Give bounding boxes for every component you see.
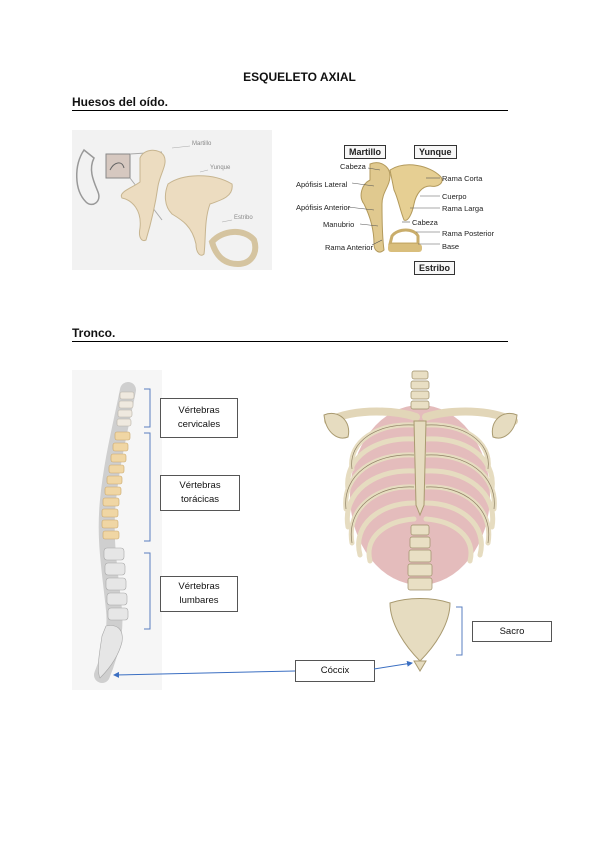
section-heading-trunk: Tronco. <box>72 326 508 342</box>
spine-brackets <box>144 388 151 630</box>
vertebral-column-illustration <box>72 370 162 690</box>
lumbares-line1: Vértebras <box>178 581 220 592</box>
label-martillo-left: Martillo <box>192 141 212 147</box>
toracicas-line2: torácicas <box>180 494 219 505</box>
label-estribo-left: Estribo <box>234 215 253 221</box>
label-rama-posterior: Rama Posterior <box>442 229 495 238</box>
page-title: ESQUELETO AXIAL <box>243 70 356 84</box>
label-box-cervicales: Vértebras cervicales <box>160 398 238 438</box>
cervicales-line2: cervicales <box>177 419 221 430</box>
coccix-arrows <box>113 660 413 678</box>
label-manubrio: Manubrio <box>323 220 355 229</box>
ear-bones-illustration-right <box>347 162 443 253</box>
label-box-coccix: Cóccix <box>295 660 375 682</box>
label-rama-corta: Rama Corta <box>442 174 483 183</box>
toracicas-line1: Vértebras <box>179 480 221 491</box>
label-box-toracicas: Vértebras torácicas <box>160 475 240 511</box>
label-apofisis-anterior: Apófisis Anterior <box>296 203 351 212</box>
label-estribo-box: Estribo <box>414 261 456 275</box>
label-yunque-box: Yunque <box>414 145 457 159</box>
section-heading-ear: Huesos del oído. <box>72 95 508 111</box>
label-yunque-left: Yunque <box>210 165 231 171</box>
thorax-skeleton-illustration <box>323 370 518 672</box>
label-rama-anterior: Rama Anterior <box>325 243 373 252</box>
label-martillo-box: Martillo <box>344 145 387 159</box>
label-cabeza-estribo: Cabeza <box>412 218 438 227</box>
label-base: Base <box>442 242 460 251</box>
sacro-bracket <box>456 606 463 656</box>
cervicales-line1: Vértebras <box>178 405 220 416</box>
ear-bones-illustration-left <box>72 130 272 270</box>
lumbares-line2: lumbares <box>179 595 219 606</box>
label-cabeza: Cabeza <box>340 162 366 171</box>
label-apofisis-lateral: Apófisis Lateral <box>296 180 348 189</box>
label-box-lumbares: Vértebras lumbares <box>160 576 238 612</box>
label-box-sacro: Sacro <box>472 621 552 642</box>
label-rama-larga: Rama Larga <box>442 204 484 213</box>
label-cuerpo: Cuerpo <box>442 192 467 201</box>
